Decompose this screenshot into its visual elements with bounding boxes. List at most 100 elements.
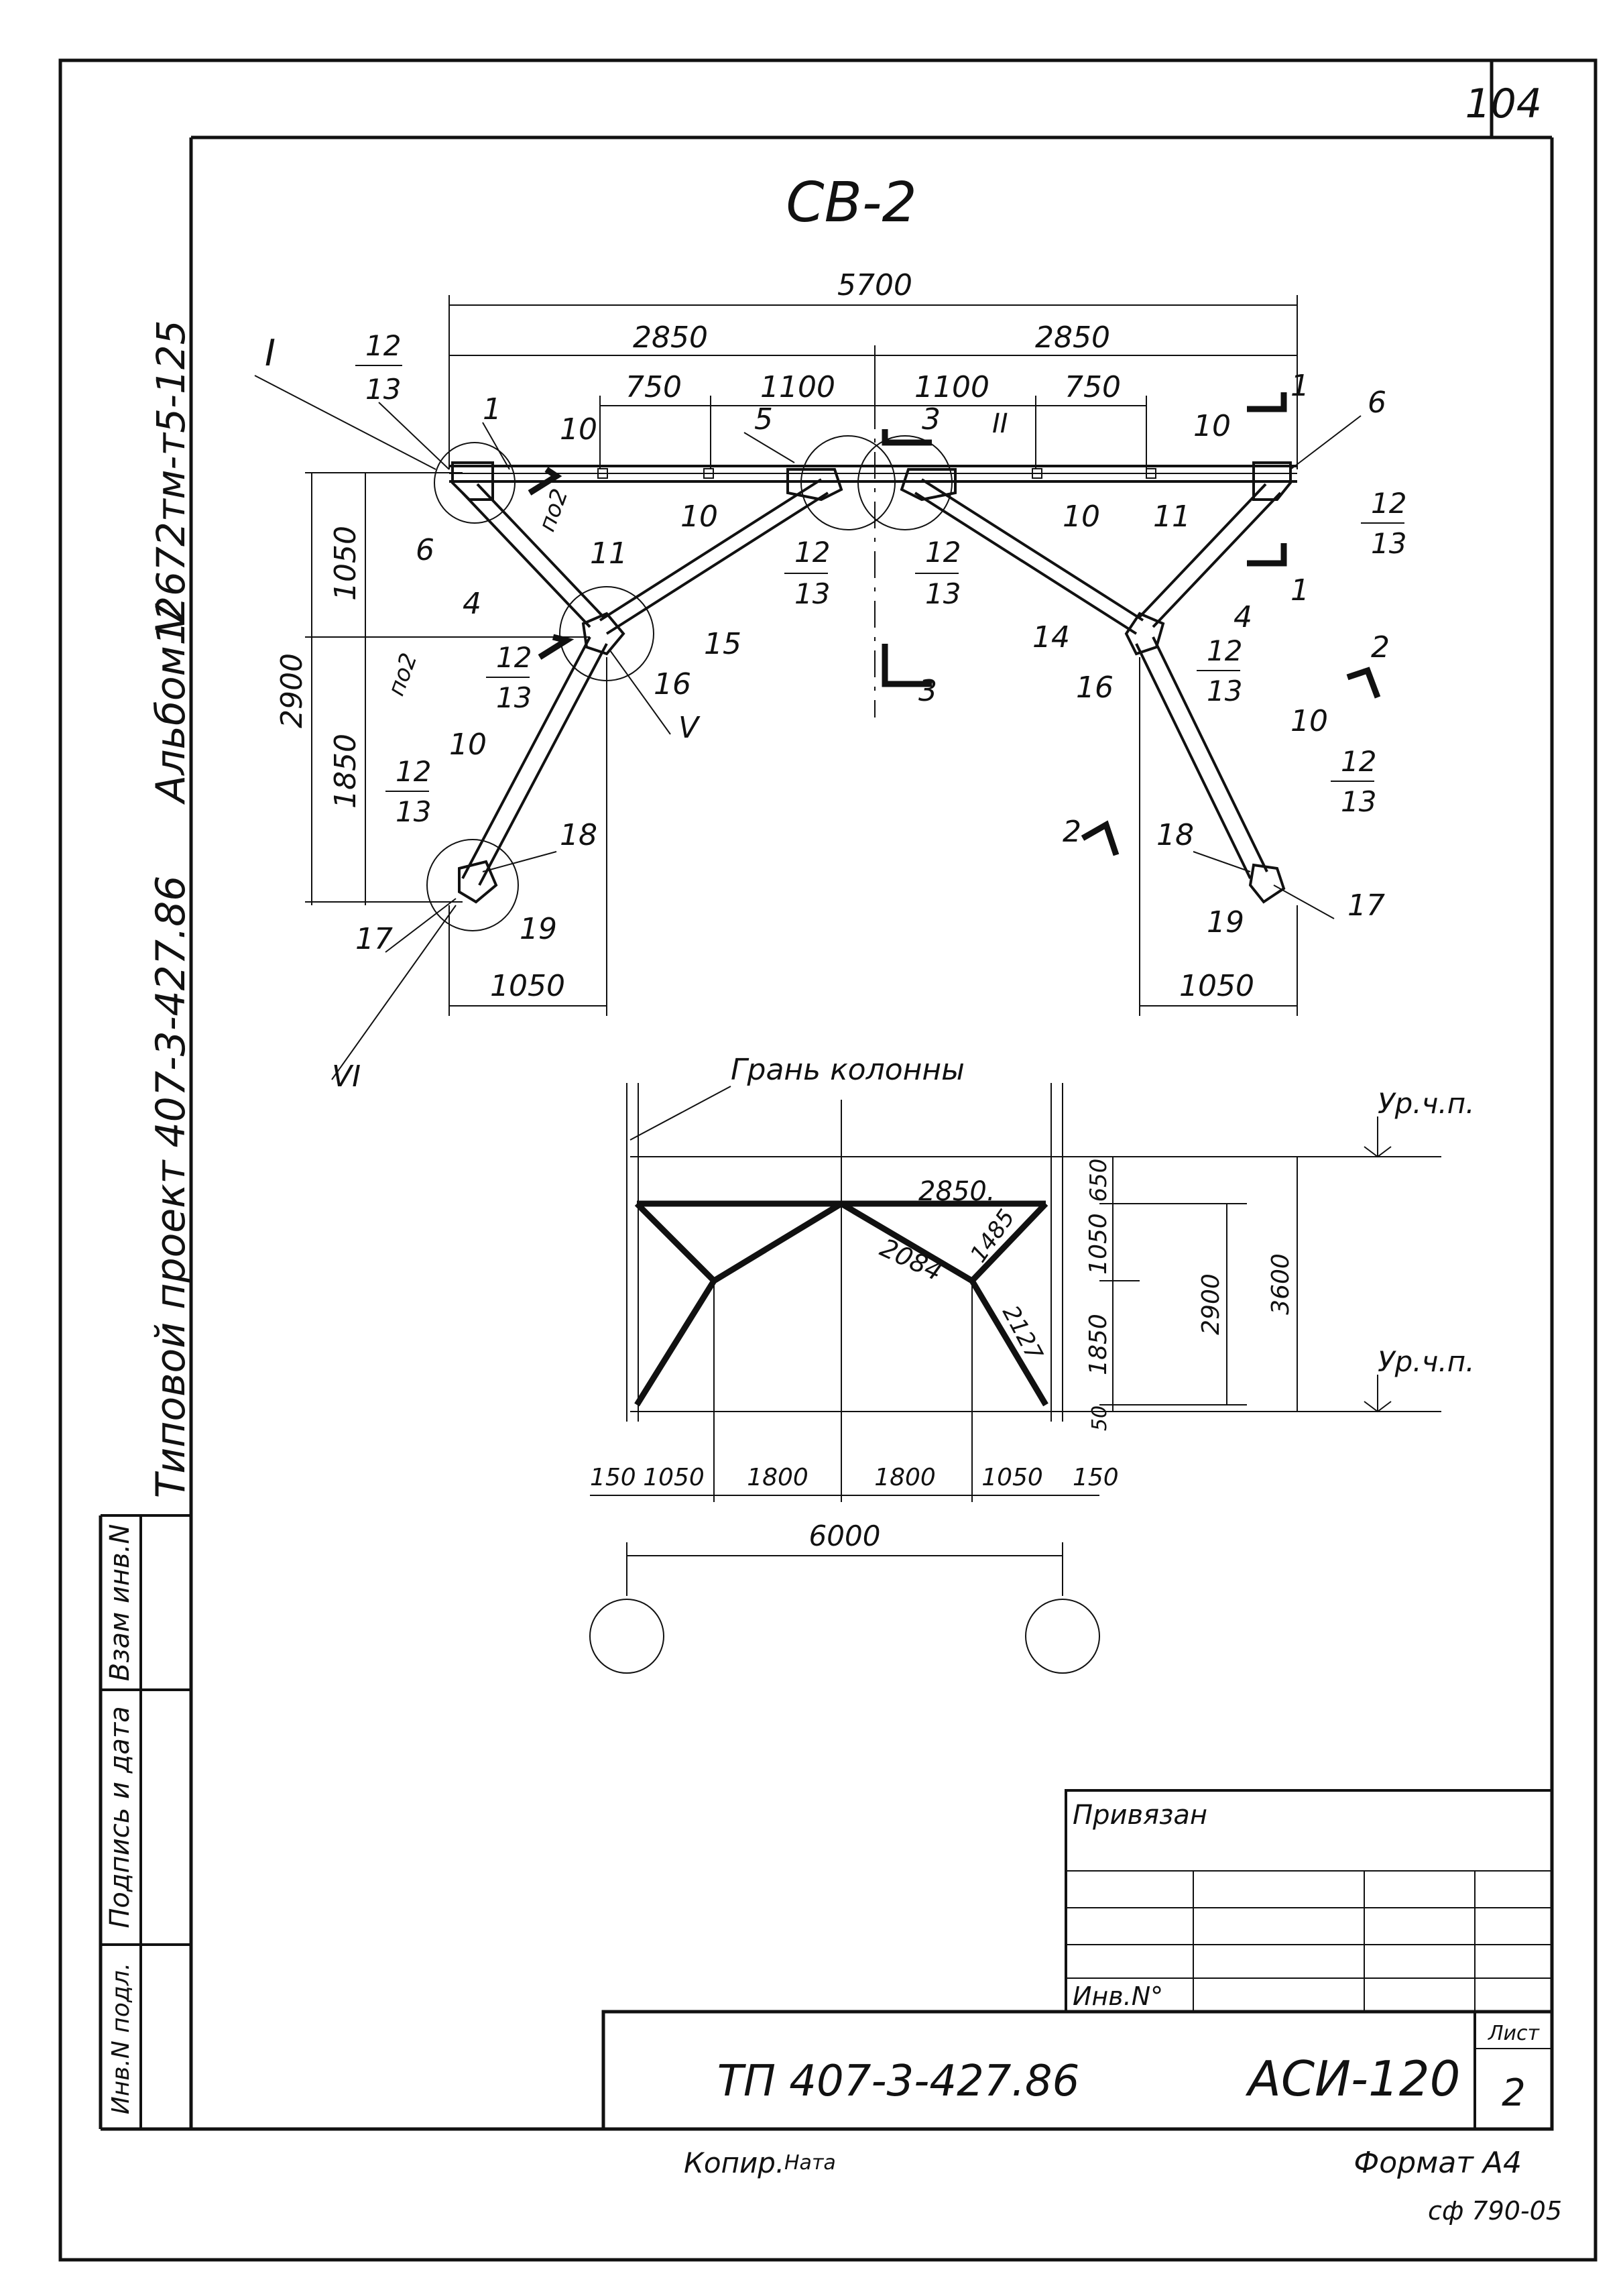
section-3-bottom-mark bbox=[882, 644, 932, 687]
dim-1100-right: 1100 bbox=[914, 370, 989, 404]
beam-plate bbox=[1032, 468, 1042, 479]
section-3-top: 3 bbox=[922, 402, 941, 437]
dim-150-left: 150 bbox=[590, 1464, 636, 1491]
gusset-right bbox=[1252, 461, 1292, 501]
leader bbox=[482, 422, 510, 470]
node-circle-VI bbox=[426, 839, 519, 931]
dim-2850-right: 2850 bbox=[1035, 321, 1110, 355]
part-label-5: 5 bbox=[754, 402, 773, 437]
section-2-bottom: 2 bbox=[1063, 815, 1081, 849]
fraction-12-c: 12 bbox=[925, 536, 961, 569]
plan-view: 5700 2850 2850 750 1100 1100 750 1050 18… bbox=[254, 268, 1406, 1094]
fraction-12-g: 12 bbox=[396, 755, 431, 788]
fraction-13-f: 13 bbox=[1207, 675, 1242, 707]
fraction-13-b: 13 bbox=[794, 577, 830, 610]
part-label-10-e: 10 bbox=[449, 728, 487, 762]
leader bbox=[254, 375, 436, 470]
dim-3600: 3600 bbox=[1267, 1253, 1295, 1315]
dim-1050-scheme: 1050 bbox=[1085, 1213, 1112, 1275]
dim-2900-scheme: 2900 bbox=[1197, 1273, 1225, 1335]
section-2-top-mark bbox=[1346, 667, 1381, 699]
member-2850: 2850. bbox=[918, 1176, 996, 1207]
leader bbox=[609, 650, 671, 735]
dim-1050-vertical: 1050 bbox=[328, 526, 363, 601]
part-label-19-right: 19 bbox=[1207, 905, 1244, 939]
section-1-top: 1 bbox=[1290, 369, 1309, 403]
dim-750-left: 750 bbox=[625, 370, 682, 404]
brace-right-upper bbox=[1152, 492, 1282, 628]
section-1-bottom: 1 bbox=[1290, 573, 1309, 608]
section-po2-mark-b bbox=[528, 467, 562, 496]
dim-50: 50 bbox=[1088, 1405, 1111, 1431]
part-label-10-d: 10 bbox=[1193, 409, 1231, 443]
leader bbox=[629, 1086, 731, 1141]
part-label-6-left: 6 bbox=[416, 533, 434, 567]
strip-sign-date: Подпись и дата bbox=[105, 1706, 135, 1928]
fraction-13-a: 13 bbox=[365, 373, 401, 406]
gusset-V bbox=[581, 612, 625, 656]
leader bbox=[1290, 415, 1362, 470]
format-label: Формат А4 bbox=[1354, 2146, 1522, 2180]
leader bbox=[1193, 851, 1251, 872]
dim-1050-bottom-left: 1050 bbox=[490, 969, 565, 1003]
section-1-top-mark bbox=[1247, 392, 1287, 412]
part-label-18-left: 18 bbox=[560, 818, 597, 852]
fraction-13-g: 13 bbox=[396, 795, 431, 828]
project-label: Типовой проект 407-3-427.86 bbox=[147, 876, 194, 1499]
scheme-right-lower-brace bbox=[969, 1279, 1048, 1407]
brace-right-center bbox=[920, 478, 1144, 622]
part-label-10-a: 10 bbox=[560, 412, 597, 447]
strip-vzam: Взам инв.N bbox=[105, 1524, 135, 1681]
strip-inv-sub: Инв.N подл. bbox=[107, 1963, 135, 2114]
dim-5700: 5700 bbox=[837, 268, 912, 302]
inv-no-label: Инв.N° bbox=[1073, 1982, 1163, 2011]
leader bbox=[482, 851, 557, 872]
part-label-10-c: 10 bbox=[1063, 500, 1100, 534]
page-number: 104 bbox=[1465, 80, 1542, 127]
section-3-bottom: 3 bbox=[918, 674, 937, 708]
member-2084: 2084 bbox=[876, 1232, 947, 1287]
dim-6000: 6000 bbox=[809, 1519, 881, 1552]
leader bbox=[331, 905, 457, 1080]
section-3-top-mark bbox=[882, 429, 932, 446]
list-label: Лист bbox=[1488, 2022, 1541, 2045]
fraction-12-e: 12 bbox=[496, 641, 532, 674]
footer-note: сф 790-05 bbox=[1428, 2196, 1562, 2226]
gusset-I bbox=[451, 461, 494, 501]
brace-left-center bbox=[605, 492, 829, 635]
fraction-12-b: 12 bbox=[794, 536, 830, 569]
part-label-16-right: 16 bbox=[1076, 671, 1114, 705]
part-label-17-right: 17 bbox=[1347, 888, 1385, 923]
outer-frame bbox=[58, 58, 1598, 2262]
drawing-title: СВ-2 bbox=[786, 171, 916, 235]
node-circle-II-right bbox=[857, 435, 953, 530]
gusset-right-bottom bbox=[1248, 863, 1286, 904]
dim-1850-vertical: 1850 bbox=[328, 734, 363, 809]
side-labels: 12672тм-т5-125 Альбом V Типовой проект 4… bbox=[147, 320, 194, 1498]
scheme-center-braces bbox=[712, 1200, 1048, 1285]
part-label-11-left: 11 bbox=[590, 536, 627, 571]
part-label-16-left: 16 bbox=[654, 667, 691, 701]
brace-left-lower bbox=[478, 643, 608, 886]
node-label-II: II bbox=[992, 408, 1008, 439]
copied-label: Копир. bbox=[684, 2146, 784, 2179]
dim-150-right: 150 bbox=[1073, 1464, 1119, 1491]
gusset-left-mid bbox=[786, 468, 843, 502]
part-label-1: 1 bbox=[483, 392, 501, 426]
brace-left-center bbox=[599, 478, 823, 622]
list-number: 2 bbox=[1502, 2071, 1526, 2115]
section-2-top: 2 bbox=[1371, 630, 1390, 665]
brace-right-lower bbox=[1135, 643, 1252, 879]
fraction-12-a: 12 bbox=[365, 329, 401, 362]
column-face-label: Грань колонны bbox=[731, 1053, 965, 1087]
copier-signature: Ната bbox=[784, 2151, 836, 2175]
column-marker-right bbox=[1025, 1599, 1100, 1674]
beam-plate bbox=[597, 468, 608, 479]
brace-left-upper bbox=[476, 483, 606, 620]
gusset-VI bbox=[458, 860, 498, 904]
dim-1050-bl: 1050 bbox=[643, 1464, 705, 1491]
footer: Копир. Ната Формат А4 сф 790-05 bbox=[684, 2146, 1562, 2226]
gusset-right-middle bbox=[1124, 612, 1165, 656]
section-2-bottom-mark bbox=[1081, 820, 1120, 856]
